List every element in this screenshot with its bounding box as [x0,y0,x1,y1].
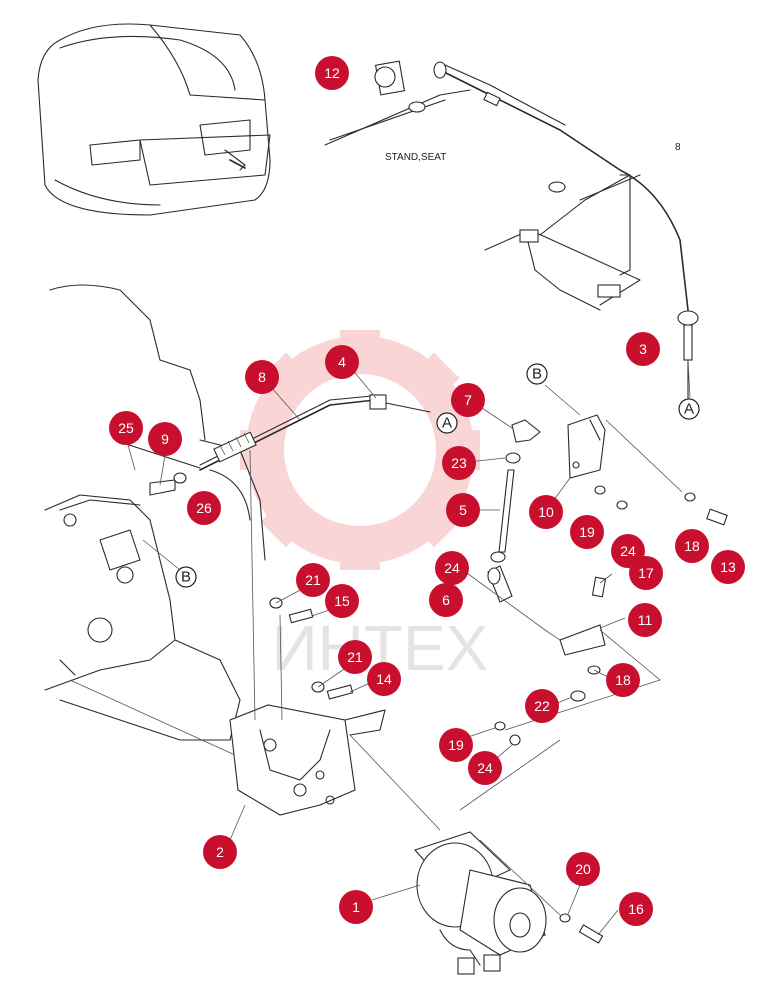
ref-marker-a-lower: A [436,412,458,434]
svg-text:B: B [181,569,191,586]
callout-21-lower: 21 [338,640,372,674]
svg-text:17: 17 [638,565,654,581]
machine-overview-drawing [37,23,271,216]
svg-text:25: 25 [118,420,134,436]
callout-25: 25 [109,411,143,445]
callout-10: 10 [529,495,563,529]
svg-text:6: 6 [442,592,450,608]
callout-12: 12 [315,56,349,90]
upper-cable-drawing [433,61,699,399]
callout-24-left: 24 [435,551,469,585]
callout-24-lower: 24 [468,751,502,785]
callout-6: 6 [429,583,463,617]
actuator-1-drawing [414,831,547,975]
svg-text:14: 14 [376,671,392,687]
svg-text:7: 7 [464,392,472,408]
callout-8: 8 [245,360,279,394]
svg-text:A: A [442,415,452,432]
watermark-gear [240,330,480,570]
svg-text:21: 21 [305,572,321,588]
cable-number-label: 8 [675,142,681,153]
callout-19-lower: 19 [439,728,473,762]
callout-16: 16 [619,892,653,926]
bracket-2-drawing [229,704,386,816]
svg-text:21: 21 [347,649,363,665]
callout-9: 9 [148,422,182,456]
svg-text:15: 15 [334,593,350,609]
svg-text:19: 19 [448,737,464,753]
callout-20: 20 [566,852,600,886]
svg-text:16: 16 [628,901,644,917]
callout-14: 14 [367,662,401,696]
svg-text:18: 18 [615,672,631,688]
callout-22: 22 [525,689,559,723]
callout-18-upper: 18 [675,529,709,563]
svg-text:9: 9 [161,431,169,447]
svg-text:B: B [532,366,542,383]
lower-cable-drawing [119,394,431,471]
svg-text:8: 8 [258,369,266,385]
svg-text:4: 4 [338,354,346,370]
ref-marker-b-right: B [526,363,548,385]
rod-linkage-drawing [487,419,541,603]
bracket-10-drawing [567,414,606,479]
seat-stand-drawing [324,60,641,311]
ref-marker-a-upper: A [678,398,700,420]
svg-text:10: 10 [538,504,554,520]
callout-21-upper: 21 [296,563,330,597]
callout-3: 3 [626,332,660,366]
svg-text:22: 22 [534,698,550,714]
svg-text:13: 13 [720,559,736,575]
callout-1: 1 [339,890,373,924]
decal-marker [374,66,396,88]
svg-text:A: A [684,401,694,418]
svg-text:20: 20 [575,861,591,877]
svg-text:18: 18 [684,538,700,554]
svg-text:19: 19 [579,524,595,540]
callout-17: 17 [629,556,663,590]
callout-15: 15 [325,584,359,618]
callout-26: 26 [187,491,221,525]
svg-text:5: 5 [459,502,467,518]
svg-text:26: 26 [196,500,212,516]
svg-text:3: 3 [639,341,647,357]
small-hardware-drawing [149,472,728,944]
svg-text:24: 24 [477,760,493,776]
callout-5: 5 [446,493,480,527]
svg-text:11: 11 [638,612,653,628]
callout-18-lower: 18 [606,663,640,697]
callout-4: 4 [325,345,359,379]
callout-19-upper: 19 [570,515,604,549]
svg-text:23: 23 [451,455,467,471]
svg-text:24: 24 [444,560,460,576]
stand-seat-label: STAND,SEAT [385,152,446,163]
svg-text:1: 1 [352,899,360,915]
engine-drawing [44,284,266,741]
callout-7: 7 [451,383,485,417]
svg-text:12: 12 [324,65,340,81]
callout-2: 2 [203,835,237,869]
ref-marker-b-left: B [175,566,197,588]
svg-text:2: 2 [216,844,224,860]
callout-23: 23 [442,446,476,480]
callout-13: 13 [711,550,745,584]
callout-11: 11 [628,603,662,637]
svg-text:24: 24 [620,543,636,559]
